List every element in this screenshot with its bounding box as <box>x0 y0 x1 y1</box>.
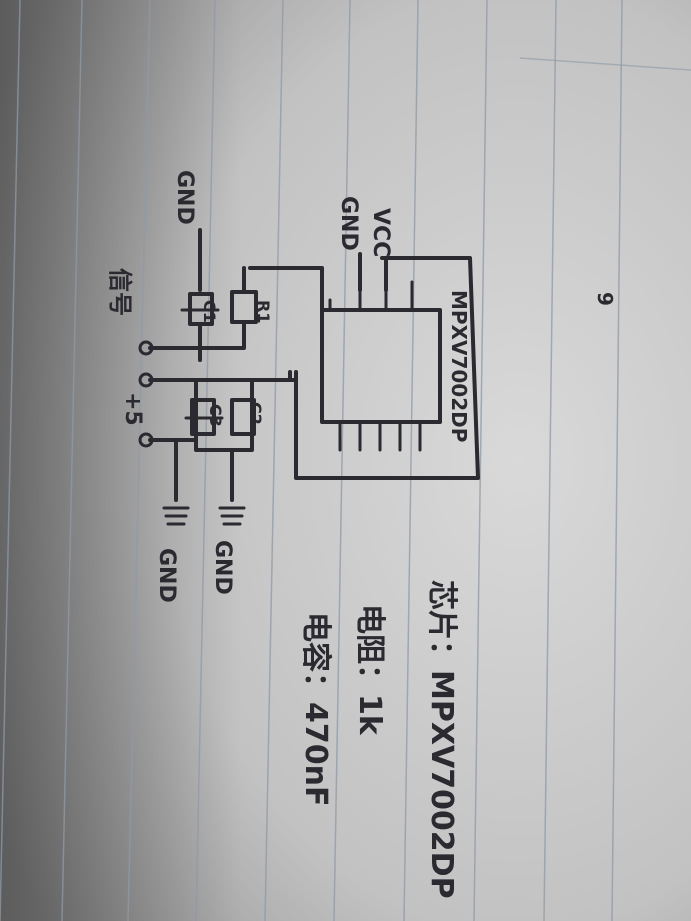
label-gnd-bottom-2: GND <box>154 548 179 603</box>
label-c2: C2 <box>246 402 265 425</box>
spec-resistor: 电阻：1k <box>352 604 387 736</box>
schematic-labels: GND VCC GND 信号 +5 GND GND R1 C1 C2 C3 MP… <box>106 170 617 603</box>
label-gnd-bottom-1: GND <box>210 540 235 595</box>
label-plus5: +5 <box>120 392 145 426</box>
ruled-lines <box>0 0 622 921</box>
label-gnd-left: GND <box>172 170 197 225</box>
spec-capacitor: 电容：470nF <box>298 612 333 806</box>
r1-c1-network <box>138 266 258 362</box>
spec-chip: 芯片：MPXV7002DP <box>424 580 459 899</box>
label-signal: 信号 <box>106 268 134 316</box>
c2-c3-network <box>138 370 298 526</box>
label-gnd-top: GND <box>336 196 361 251</box>
spec-notes: 芯片：MPXV7002DP 电阻：1k 电容：470nF <box>298 580 459 899</box>
chip-body <box>294 256 480 480</box>
label-r1: R1 <box>254 300 273 323</box>
label-c3: C3 <box>206 404 225 427</box>
label-chip-name: MPXV7002DP <box>447 290 471 442</box>
ruled-top-line <box>519 57 691 71</box>
label-vcc: VCC <box>368 208 393 257</box>
power-leads <box>198 228 388 312</box>
label-page-mark: 9 <box>593 292 617 306</box>
label-c1: C1 <box>200 300 219 323</box>
